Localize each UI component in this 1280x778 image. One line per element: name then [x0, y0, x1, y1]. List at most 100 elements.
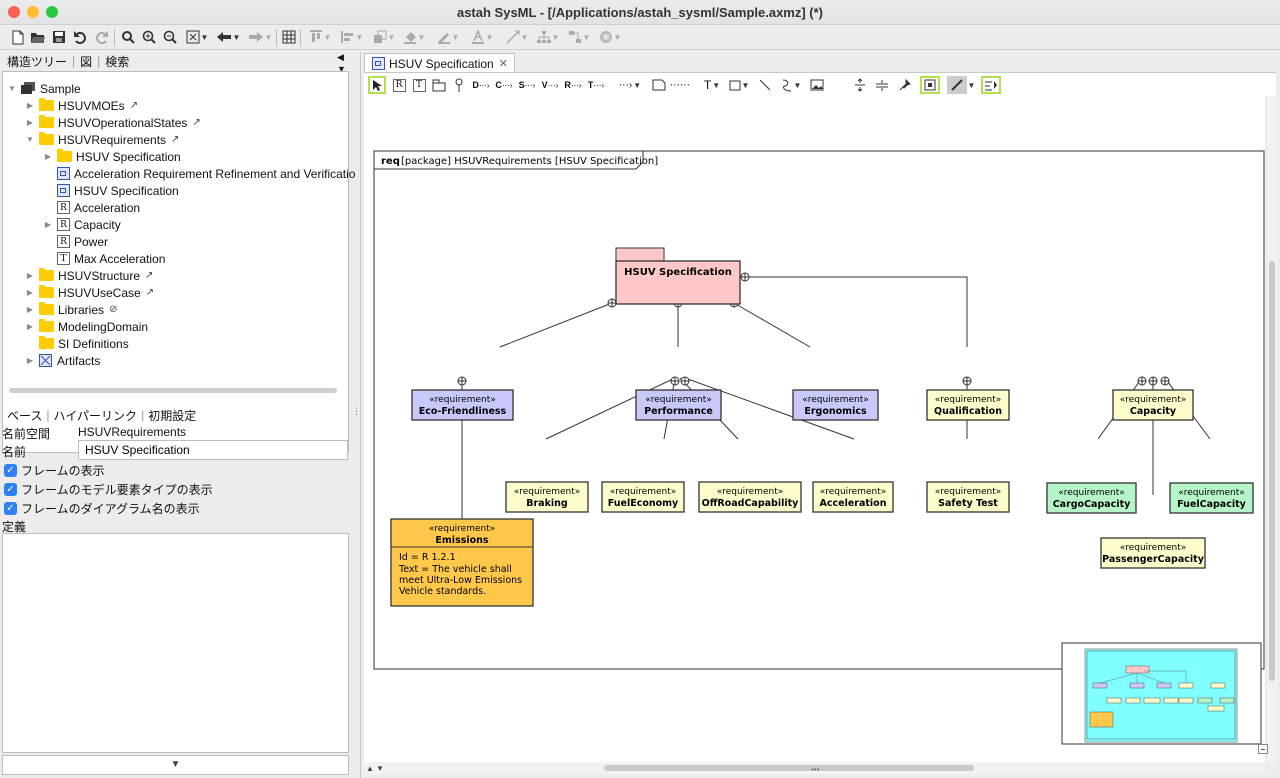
tree-item-sample[interactable]: ▼ Sample	[8, 81, 81, 96]
grid-toggle-icon[interactable]	[281, 28, 297, 46]
close-tab-icon[interactable]: ✕	[498, 58, 508, 70]
tree-item-artifacts[interactable]: ▶ Artifacts	[26, 353, 101, 368]
expand-toggle-icon[interactable]: ▶	[26, 271, 34, 280]
copy-tool-icon[interactable]: C⋯›	[495, 80, 513, 90]
tab-search[interactable]: 検索	[105, 54, 130, 69]
refine-tool-icon[interactable]: R⋯›	[564, 80, 582, 90]
tree-item-acceleration[interactable]: R Acceleration	[53, 199, 140, 216]
note-tool-icon[interactable]	[651, 76, 667, 94]
tree-item-hsuv-specification-diagram[interactable]: HSUV Specification	[53, 182, 179, 199]
tree-horizontal-scrollbar[interactable]	[9, 388, 337, 393]
containment-tool-icon[interactable]	[451, 76, 467, 94]
package-hsuv-specification[interactable]: HSUV Specification	[615, 247, 741, 305]
line-tool-icon[interactable]	[757, 76, 773, 94]
show-frame-model-type-checkbox[interactable]: ✓フレームのモデル要素タイプの表示	[4, 481, 213, 497]
panel-collapse-icon[interactable]: ◀	[337, 52, 344, 62]
panel-menu-icon[interactable]: ▼	[337, 64, 346, 74]
trace-tool-icon[interactable]: T⋯›	[587, 80, 605, 90]
connector-style-icon[interactable]: ▼	[946, 76, 976, 94]
expand-toggle-icon[interactable]: ▼	[26, 135, 34, 144]
show-frame-diagram-name-checkbox[interactable]: ✓フレームのダイアグラム名の表示	[4, 500, 200, 516]
zoom-out-icon[interactable]	[162, 28, 178, 46]
layer-toggle-icon[interactable]	[981, 76, 1001, 94]
tree-item-acceleration-refinement-diagram[interactable]: Acceleration Requirement Refinement and …	[53, 165, 355, 182]
tree-item-hsuvmoes[interactable]: ▶ HSUVMOEs↗	[26, 98, 139, 113]
align-left-icon[interactable]: ▼	[338, 28, 366, 46]
style-icon[interactable]: ▼	[596, 28, 624, 46]
freehand-tool-icon[interactable]: ▼	[779, 76, 803, 94]
tree-item-libraries[interactable]: ▶ Libraries⊘	[26, 302, 118, 317]
arrange-icon[interactable]: ▼	[370, 28, 398, 46]
package-tool-icon[interactable]	[431, 76, 447, 94]
vertical-space-tool-icon[interactable]	[852, 76, 868, 94]
tab-base[interactable]: ベース	[7, 408, 43, 423]
expand-toggle-icon[interactable]: ▶	[44, 220, 52, 229]
horizontal-space-tool-icon[interactable]	[874, 76, 890, 94]
requirement-offroadcapability[interactable]: «requirement»OffRoadCapability	[698, 481, 802, 513]
image-tool-icon[interactable]	[809, 76, 825, 94]
close-window-button[interactable]	[8, 6, 20, 18]
fill-color-icon[interactable]: ▼	[400, 28, 428, 46]
expand-toggle-icon[interactable]: ▶	[26, 356, 34, 365]
requirement-performance[interactable]: «requirement»Performance	[635, 389, 722, 421]
requirement-eco-friendliness[interactable]: «requirement»Eco-Friendliness	[411, 389, 514, 421]
expand-toggle-icon[interactable]: ▶	[44, 152, 52, 161]
show-frame-checkbox[interactable]: ✓フレームの表示	[4, 462, 105, 478]
diagram-overview[interactable]	[1061, 642, 1262, 745]
tab-diagram[interactable]: 図	[80, 54, 93, 69]
splitter-handle-bottom[interactable]: •••	[811, 765, 820, 774]
expand-toggle-icon[interactable]: ▼	[8, 84, 16, 93]
requirement-capacity[interactable]: «requirement»Capacity	[1112, 389, 1194, 421]
tree-item-max-acceleration[interactable]: T Max Acceleration	[53, 250, 165, 267]
forward-arrow-icon[interactable]: ▼	[246, 28, 274, 46]
tree-item-hsuvstructure[interactable]: ▶ HSUVStructure↗	[26, 268, 154, 283]
panel-expand-button[interactable]: ▼	[2, 755, 349, 775]
tree-item-modelingdomain[interactable]: ▶ ModelingDomain	[26, 319, 149, 334]
tree-item-power[interactable]: R Power	[53, 233, 108, 250]
note-anchor-tool-icon[interactable]: ⋯⋯	[670, 79, 690, 91]
scroll-arrows-icon[interactable]: ▲ ▼	[366, 764, 385, 773]
tab-structure-tree[interactable]: 構造ツリー	[7, 54, 68, 69]
testcase-tool-icon[interactable]: T	[411, 76, 427, 94]
expand-toggle-icon[interactable]: ▶	[26, 118, 34, 127]
tree-layout-icon[interactable]: ▼	[534, 28, 562, 46]
expand-toggle-icon[interactable]: ▶	[26, 305, 34, 314]
fit-to-window-icon[interactable]: ▼	[184, 28, 210, 46]
requirement-passengercapacity[interactable]: «requirement»PassengerCapacity	[1100, 537, 1206, 569]
text-tool-icon[interactable]: T▼	[703, 78, 721, 92]
line-color-icon[interactable]: ▼	[434, 28, 462, 46]
expand-toggle-icon[interactable]: ▶	[26, 101, 34, 110]
tab-default-settings[interactable]: 初期設定	[148, 408, 197, 423]
verify-tool-icon[interactable]: V⋯›	[541, 80, 559, 90]
tree-item-hsuvoperationalstates[interactable]: ▶ HSUVOperationalStates↗	[26, 115, 201, 130]
line-style-icon[interactable]: ▼	[503, 28, 531, 46]
tree-item-hsuvrequirements[interactable]: ▼ HSUVRequirements↗	[26, 132, 180, 147]
font-color-icon[interactable]: ▼	[468, 28, 496, 46]
tree-item-capacity[interactable]: ▶R Capacity	[44, 217, 121, 232]
redo-icon[interactable]	[94, 28, 110, 46]
requirement-qualification[interactable]: «requirement»Qualification	[926, 389, 1010, 421]
zoom-in-icon[interactable]	[141, 28, 157, 46]
snap-toggle-icon[interactable]	[920, 76, 940, 94]
diagram-canvas[interactable]: req [package] HSUVRequirements [HSUV Spe…	[364, 96, 1265, 762]
tab-hyperlink[interactable]: ハイパーリンク	[53, 408, 138, 423]
requirement-emissions[interactable]: «requirement» Emissions Id = R 1.2.1 Tex…	[390, 518, 534, 607]
expand-toggle-icon[interactable]: ▶	[26, 288, 34, 297]
tree-item-si-definitions[interactable]: SI Definitions	[35, 335, 129, 352]
requirement-cargocapacity[interactable]: «requirement»CargoCapacity	[1046, 482, 1137, 514]
minimize-window-button[interactable]	[27, 6, 39, 18]
requirement-ergonomics[interactable]: «requirement»Ergonomics	[792, 389, 879, 421]
undo-icon[interactable]	[72, 28, 88, 46]
satisfy-tool-icon[interactable]: S⋯›	[518, 80, 536, 90]
tree-item-hsuv-specification-folder[interactable]: ▶ HSUV Specification	[44, 149, 181, 164]
requirement-fueleconomy[interactable]: «requirement»FuelEconomy	[601, 481, 685, 513]
requirement-safety-test[interactable]: «requirement»Safety Test	[926, 481, 1010, 513]
name-field[interactable]	[78, 440, 348, 460]
new-file-icon[interactable]	[10, 28, 26, 46]
requirement-tool-icon[interactable]: R	[391, 76, 407, 94]
save-icon[interactable]	[51, 28, 67, 46]
overview-toggle-icon[interactable]	[1258, 744, 1268, 754]
search-icon[interactable]	[120, 28, 136, 46]
align-top-icon[interactable]: ▼	[306, 28, 334, 46]
open-folder-icon[interactable]	[30, 28, 46, 46]
